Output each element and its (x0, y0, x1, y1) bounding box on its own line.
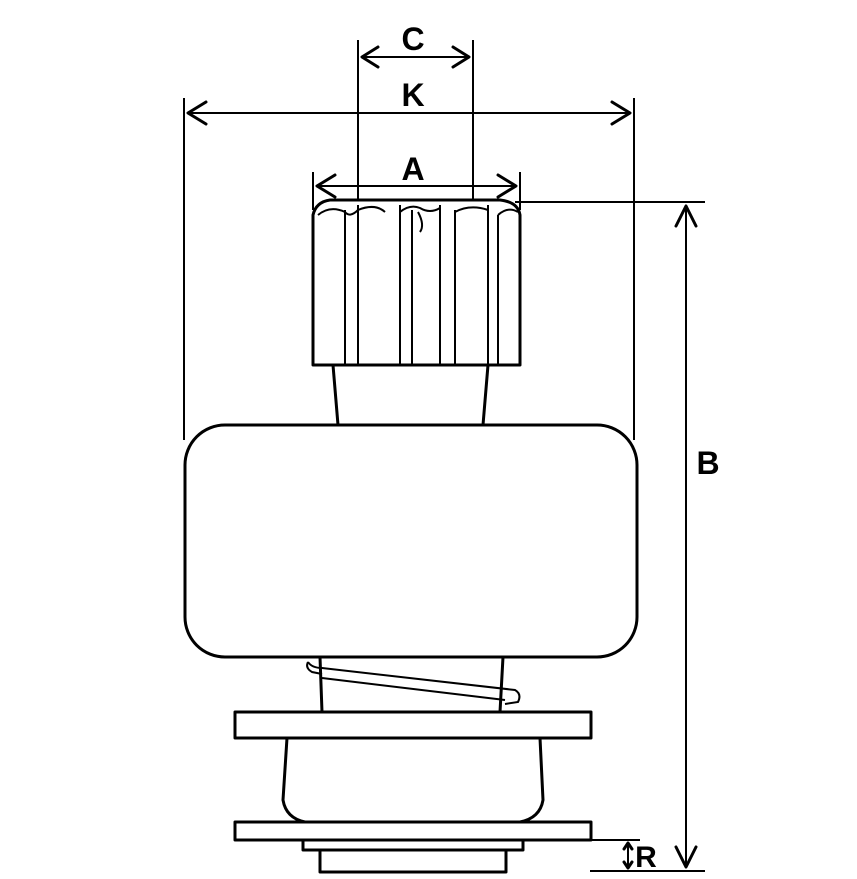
clutch-housing (183, 423, 639, 659)
pinion-gear (311, 198, 522, 367)
label-r: R (635, 841, 657, 874)
dimension-k: K (183, 77, 635, 440)
label-k: K (401, 77, 424, 113)
label-b: B (696, 445, 719, 481)
dimension-r: R (591, 839, 657, 874)
lower-flange (233, 820, 593, 842)
pinion-neck (331, 363, 490, 427)
dimension-b: B (515, 201, 720, 872)
dimension-c: C (357, 21, 474, 200)
starter-drive-part (183, 198, 639, 874)
bottom-hub-base (318, 848, 508, 874)
label-c: C (401, 21, 424, 57)
upper-flange (233, 710, 593, 740)
dimension-a: A (312, 151, 521, 210)
spring-section (306, 655, 521, 714)
label-a: A (401, 151, 424, 187)
cup-body (281, 736, 545, 824)
